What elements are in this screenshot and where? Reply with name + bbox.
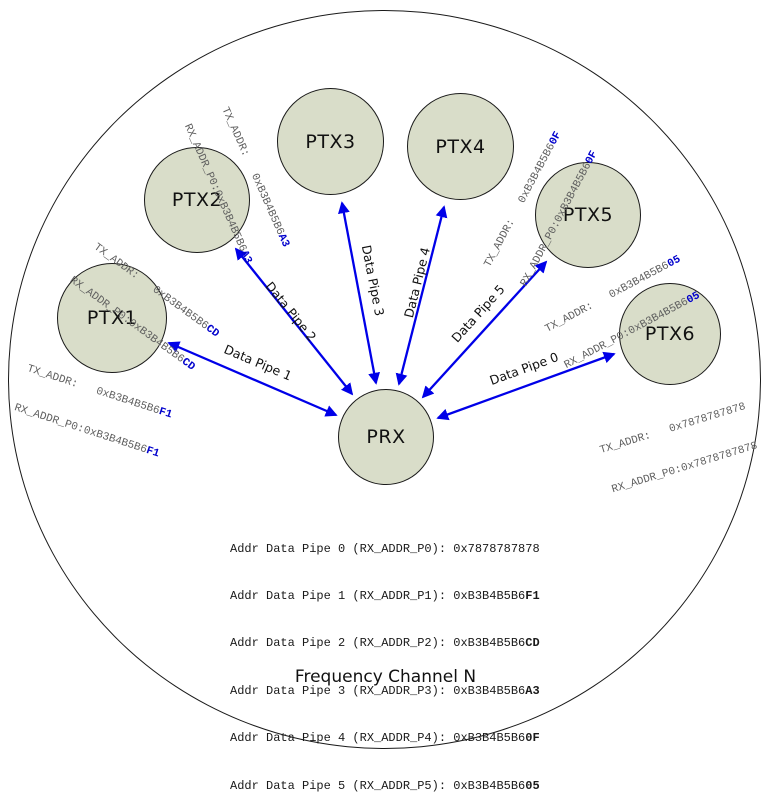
pipe-address-suffix: 05 — [525, 778, 540, 793]
pipe-address-text: Addr Data Pipe 0 (RX_ADDR_P0): 0x7878787… — [230, 541, 540, 556]
pipe-address-text: Addr Data Pipe 5 (RX_ADDR_P5): 0xB3B4B5B… — [230, 778, 526, 793]
frequency-channel-title: Frequency Channel N — [294, 667, 477, 687]
ptx5-node: PTX5 — [535, 162, 641, 268]
table-row: Addr Data Pipe 2 (RX_ADDR_P2): 0xB3B4B5B… — [230, 636, 540, 652]
ptx2-node: PTX2 — [144, 147, 250, 253]
data-pipe-0-arrow — [436, 351, 616, 421]
prx-node: PRX — [338, 389, 434, 485]
data-pipe-2-arrow — [234, 247, 354, 396]
pipe-address-suffix: 0F — [525, 731, 540, 746]
data-pipe-4-arrow — [395, 205, 448, 386]
prx-pipe-address-table: Addr Data Pipe 0 (RX_ADDR_P0): 0x7878787… — [230, 510, 540, 810]
pipe-address-suffix: A3 — [525, 683, 540, 698]
table-row: Addr Data Pipe 0 (RX_ADDR_P0): 0x7878787… — [230, 542, 540, 558]
ptx4-node: PTX4 — [407, 93, 514, 200]
table-row: Addr Data Pipe 4 (RX_ADDR_P4): 0xB3B4B5B… — [230, 731, 540, 747]
pipe-address-suffix: CD — [525, 636, 540, 651]
pipe-address-text: Addr Data Pipe 3 (RX_ADDR_P3): 0xB3B4B5B… — [230, 683, 526, 698]
data-pipe-arrows — [167, 201, 616, 421]
table-row: Addr Data Pipe 1 (RX_ADDR_P1): 0xB3B4B5B… — [230, 589, 540, 605]
frequency-channel-circle — [8, 10, 761, 749]
ptx1-node: PTX1 — [57, 263, 167, 373]
data-pipe-3-arrow — [338, 201, 380, 385]
table-row: Addr Data Pipe 5 (RX_ADDR_P5): 0xB3B4B5B… — [230, 779, 540, 795]
table-row: Addr Data Pipe 3 (RX_ADDR_P3): 0xB3B4B5B… — [230, 684, 540, 700]
pipe-address-text: Addr Data Pipe 2 (RX_ADDR_P2): 0xB3B4B5B… — [230, 636, 526, 651]
ptx3-node: PTX3 — [277, 88, 384, 195]
pipe-address-suffix: F1 — [525, 588, 540, 603]
ptx6-node: PTX6 — [619, 283, 721, 385]
tx-addr-text: TX_ADDR: 0xB3B4B5B6 — [25, 363, 161, 418]
pipe-address-text: Addr Data Pipe 4 (RX_ADDR_P4): 0xB3B4B5B… — [230, 731, 526, 746]
pipe-address-text: Addr Data Pipe 1 (RX_ADDR_P1): 0xB3B4B5B… — [230, 588, 526, 603]
